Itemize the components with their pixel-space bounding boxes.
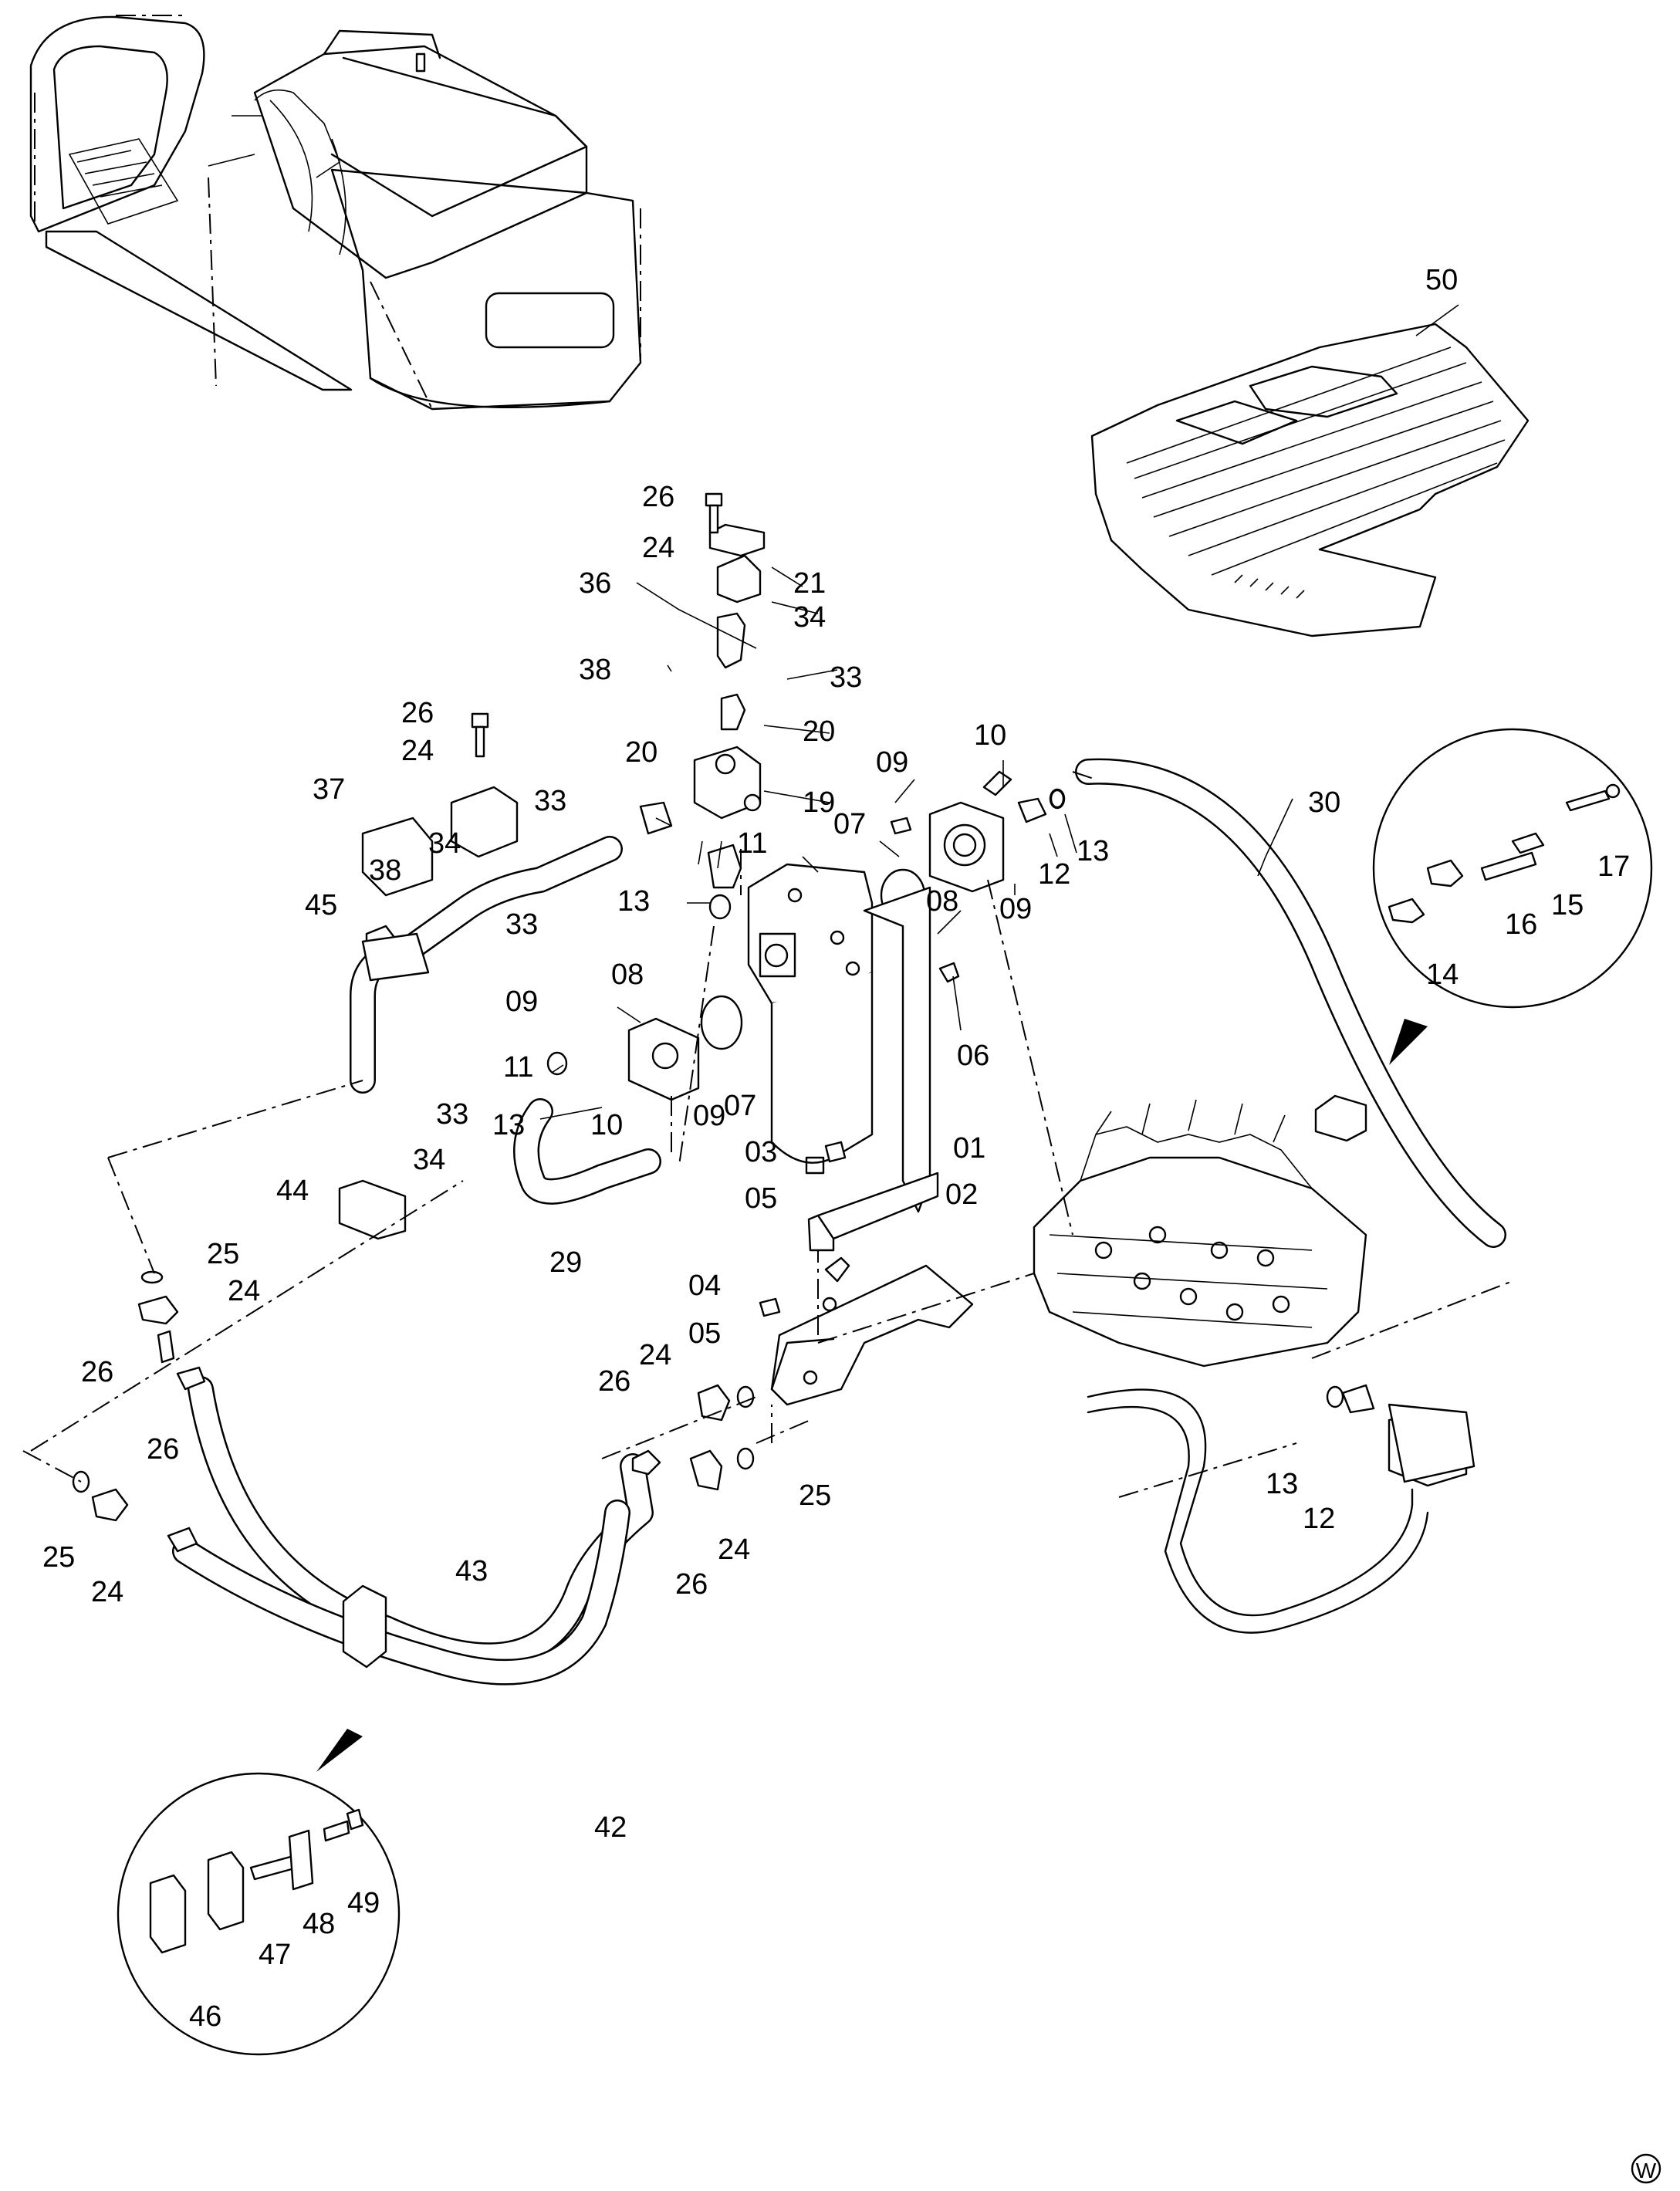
fasteners xyxy=(72,492,1475,1553)
callout-49: 49 xyxy=(347,1887,380,1919)
callout-44: 44 xyxy=(276,1175,309,1207)
bracket-02 xyxy=(770,1256,974,1406)
callout-26: 26 xyxy=(401,697,434,729)
callout-13: 13 xyxy=(1266,1468,1298,1500)
center-lines xyxy=(22,771,1513,1498)
callout-45: 45 xyxy=(305,889,337,921)
callout-13: 13 xyxy=(492,1109,525,1141)
corner-mark: W xyxy=(1631,2153,1661,2184)
callout-labels: 50 26 24 21 36 34 38 33 20 19 26 24 37 3… xyxy=(42,264,1630,2033)
callout-38: 38 xyxy=(369,854,401,887)
callout-11: 11 xyxy=(737,827,767,860)
callout-24: 24 xyxy=(639,1339,671,1371)
floor-plate xyxy=(1090,323,1530,637)
callout-43: 43 xyxy=(455,1555,488,1587)
callout-34: 34 xyxy=(428,827,461,860)
callout-05: 05 xyxy=(688,1317,721,1350)
callout-34: 34 xyxy=(413,1144,445,1176)
detail-circle-upper xyxy=(1372,728,1653,1065)
callout-26: 26 xyxy=(147,1433,179,1466)
callout-07: 07 xyxy=(833,808,866,840)
callout-20: 20 xyxy=(625,736,657,769)
hoses xyxy=(172,758,1506,1686)
callout-12: 12 xyxy=(1303,1503,1335,1535)
callout-38: 38 xyxy=(579,654,611,686)
callout-37: 37 xyxy=(313,773,345,806)
callout-24: 24 xyxy=(401,735,434,767)
callout-09: 09 xyxy=(505,986,538,1018)
callout-33: 33 xyxy=(436,1098,468,1131)
callout-09: 09 xyxy=(999,893,1032,925)
callout-47: 47 xyxy=(259,1939,291,1971)
callout-26: 26 xyxy=(642,481,674,513)
manifold-stack xyxy=(639,523,766,889)
callout-24: 24 xyxy=(91,1576,123,1608)
callout-11: 11 xyxy=(503,1051,533,1084)
callout-12: 12 xyxy=(1038,858,1070,891)
callout-24: 24 xyxy=(228,1275,260,1307)
callout-10: 10 xyxy=(974,719,1006,752)
callout-50: 50 xyxy=(1425,264,1458,296)
callout-04: 04 xyxy=(688,1270,721,1302)
callout-08: 08 xyxy=(926,885,958,918)
callout-02: 02 xyxy=(945,1178,978,1211)
callout-16: 16 xyxy=(1505,908,1537,941)
callout-33: 33 xyxy=(830,661,862,694)
callout-15: 15 xyxy=(1551,889,1584,921)
control-valve xyxy=(1033,1099,1367,1368)
callout-33: 33 xyxy=(534,785,566,817)
callout-33: 33 xyxy=(505,908,538,941)
callout-21: 21 xyxy=(793,567,826,600)
excavator-overview xyxy=(29,15,642,411)
callout-17: 17 xyxy=(1597,850,1630,883)
callout-14: 14 xyxy=(1426,959,1459,991)
callout-09: 09 xyxy=(693,1100,725,1132)
callout-42: 42 xyxy=(594,1811,627,1844)
callout-06: 06 xyxy=(957,1040,989,1072)
callout-24: 24 xyxy=(642,532,674,564)
callout-25: 25 xyxy=(799,1479,831,1512)
callout-20: 20 xyxy=(803,715,835,748)
detail-circle-lower xyxy=(117,1729,401,2056)
callout-10: 10 xyxy=(590,1109,623,1141)
callout-05: 05 xyxy=(745,1182,777,1215)
callout-30: 30 xyxy=(1308,786,1340,819)
callout-01: 01 xyxy=(953,1132,985,1165)
callout-36: 36 xyxy=(579,567,611,600)
callout-26: 26 xyxy=(81,1356,113,1388)
callout-09: 09 xyxy=(876,746,908,779)
callout-46: 46 xyxy=(189,2000,221,2033)
callout-24: 24 xyxy=(718,1533,750,1566)
flange-blocks xyxy=(627,788,1066,1101)
callout-07: 07 xyxy=(724,1090,756,1122)
callout-26: 26 xyxy=(675,1568,708,1601)
callout-48: 48 xyxy=(303,1908,335,1940)
callout-13: 13 xyxy=(617,885,650,918)
callout-19: 19 xyxy=(803,786,835,819)
callout-25: 25 xyxy=(42,1541,75,1574)
callout-13: 13 xyxy=(1077,835,1109,867)
line-filter xyxy=(700,863,960,1252)
callout-25: 25 xyxy=(207,1238,239,1270)
callout-29: 29 xyxy=(549,1246,582,1279)
callout-08: 08 xyxy=(611,959,644,991)
callout-26: 26 xyxy=(598,1365,630,1398)
callout-03: 03 xyxy=(745,1136,777,1168)
corner-mark-letter: W xyxy=(1636,2159,1657,2183)
leader-lines xyxy=(539,304,1459,1120)
callout-34: 34 xyxy=(793,601,826,634)
